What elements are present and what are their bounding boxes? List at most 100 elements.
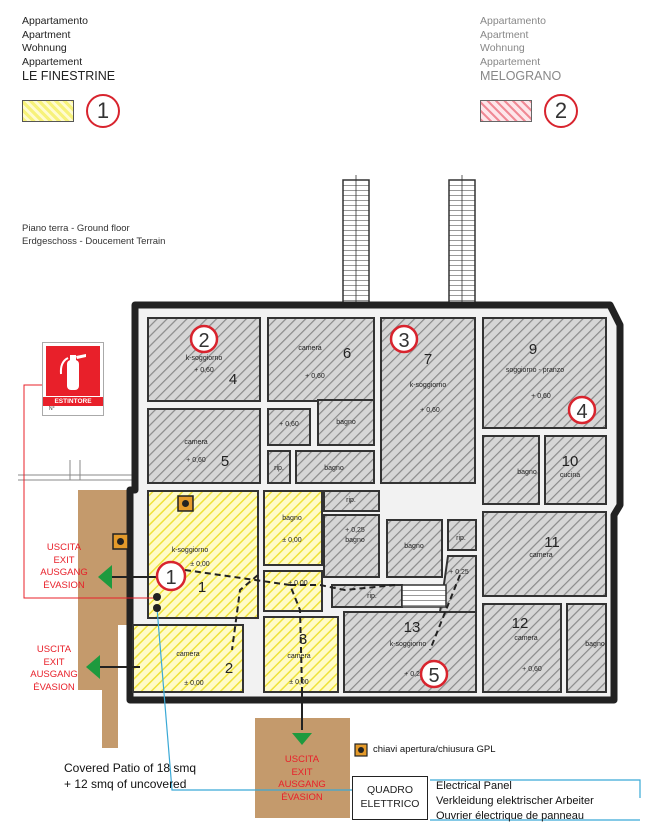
apt-room-3-name: camera [287, 653, 310, 660]
marker-1 [155, 560, 187, 592]
exit-label-line: AUSGANG [278, 779, 326, 790]
room-10-number: 10 [562, 453, 579, 470]
room-13-rip-1: rip. [346, 497, 356, 504]
apt-room-3-level: ± 0,00 [289, 679, 309, 686]
room-13-rip-2: rip. [456, 535, 466, 542]
extinguisher-icon [46, 346, 100, 396]
room-6-level: + 0,60 [305, 373, 325, 380]
apt-room-1-hall-level: ± 0,00 [288, 580, 308, 587]
exit-label-line: EXIT [291, 766, 313, 778]
room-13-bath-left [323, 514, 380, 578]
room-7-name: k-soggiorno [410, 382, 447, 389]
apt-room-1-bath-name: bagno [282, 515, 302, 522]
room-12-level: + 0,60 [522, 666, 542, 673]
extinguisher-sign: ESTINTORE N° [42, 342, 104, 416]
room-13-name: k-soggiorno [390, 641, 427, 648]
apt-room-2-number: 2 [225, 660, 233, 677]
room-6-number: 6 [343, 345, 351, 362]
legend-apartment-2: Appartamento Apartment Wohnung Apparteme… [480, 15, 561, 84]
marker-4-label: 4 [576, 401, 587, 423]
legend-1-number-badge: 1 [86, 94, 120, 128]
room-7-level: + 0,60 [420, 407, 440, 414]
marker-5 [419, 659, 449, 689]
floor-label-line: Piano terra - Ground floor [22, 223, 130, 234]
room-4-name: k-soggiorno [186, 355, 223, 362]
room-4-number: 4 [229, 371, 237, 388]
room-5-level: + 0,60 [186, 457, 206, 464]
room-9-name: soggiorno - pranzo [506, 367, 564, 374]
legend-1-line: Apartment [22, 28, 71, 41]
room-10 [544, 435, 607, 505]
room-13-bath-left-level: + 0,25 [345, 527, 365, 534]
room-9-level: + 0,60 [531, 393, 551, 400]
exit-label-left-bottom: USCITA EXIT AUSGANG ÉVASION [18, 644, 90, 694]
room-10-bath [482, 435, 540, 505]
marker-2-label: 2 [198, 330, 209, 352]
marker-3-label: 3 [398, 330, 409, 352]
room-10-bath-name: bagno [517, 469, 537, 476]
exit-label-line: AUSGANG [40, 567, 88, 578]
extinguisher-leader [23, 384, 155, 599]
room-11 [482, 511, 607, 597]
panel-title-line: ELETTRICO [360, 798, 420, 810]
room-5-hall [267, 408, 311, 446]
electrical-panel-description: Electrical Panel Verkleidung elektrische… [436, 779, 594, 824]
patio-description: Covered Patio of 18 smq + 12 smq of unco… [64, 760, 196, 792]
marker-2 [189, 324, 219, 354]
room-13-rip-right [447, 519, 477, 551]
room-12-bath [566, 603, 607, 693]
room-7-number: 7 [424, 351, 432, 368]
panel-desc-line: Electrical Panel [436, 780, 512, 792]
legend-2-line: Appartamento [480, 15, 546, 27]
apt-room-1-bath [263, 490, 323, 566]
room-13-number: 13 [404, 619, 421, 636]
room-13-rip-3: rip. [367, 593, 377, 600]
room-13-stairs [401, 584, 447, 608]
apt-room-2-level: ± 0,00 [184, 680, 204, 687]
legend-1-swatch [22, 100, 74, 122]
room-5-storage [267, 450, 291, 484]
legend-apartment-1: Appartamento Apartment Wohnung Apparteme… [22, 15, 115, 84]
legend-2-number-badge: 2 [544, 94, 578, 128]
room-13-level-small: + 0,25 [449, 569, 469, 576]
room-13-bath-left-name: bagno [345, 537, 365, 544]
apt-room-3-number: 3 [299, 631, 307, 648]
legend-1-line: Appartement [22, 55, 83, 68]
exit-label-line: ÉVASION [43, 579, 85, 591]
room-5-bath-top-name: bagno [336, 419, 356, 426]
room-5-number: 5 [221, 453, 229, 470]
marker-1-label: 1 [165, 567, 176, 589]
exit-label-bottom: USCITA EXIT AUSGANG ÉVASION [266, 754, 338, 804]
exit-label-line: EXIT [43, 656, 65, 668]
exit-arrow-down [292, 733, 312, 745]
room-6 [267, 317, 375, 402]
room-12-name: camera [514, 635, 537, 642]
exit-label-line: AUSGANG [30, 669, 78, 680]
exit-label-line: ÉVASION [281, 791, 323, 803]
room-13-level: + 0,25 [404, 671, 424, 678]
electrical-panel-box: QUADRO ELETTRICO [352, 776, 428, 820]
patio-left [78, 490, 130, 748]
legend-2-line: Wohnung [480, 42, 525, 54]
extinguisher-label: ESTINTORE [43, 397, 103, 406]
room-5 [147, 408, 261, 484]
legend-1-name: LE FINESTRINE [22, 69, 116, 83]
marker-4 [567, 395, 597, 425]
legend-2-line: Appartement [480, 55, 541, 68]
room-12-bath-name: bagno [585, 641, 605, 648]
panel-leader [156, 607, 352, 791]
escape-path [160, 569, 461, 689]
room-4-level: + 0,60 [194, 367, 214, 374]
apt-room-2 [132, 624, 244, 693]
patio-line: + 12 smq of uncovered [64, 777, 187, 791]
room-13-rip-top [323, 490, 380, 512]
legend-2-name: MELOGRANO [480, 69, 562, 83]
room-5-rip: rip. [274, 465, 284, 472]
room-5-bath [295, 450, 375, 484]
room-11-number: 11 [544, 534, 560, 551]
exit-arrow-left-top [98, 565, 112, 589]
room-6-name: camera [298, 345, 321, 352]
exit-label-line: ÉVASION [33, 681, 75, 693]
legend-2-line: Apartment [480, 28, 529, 41]
panel-desc-line: Verkleidung elektrischer Arbeiter [436, 795, 594, 807]
